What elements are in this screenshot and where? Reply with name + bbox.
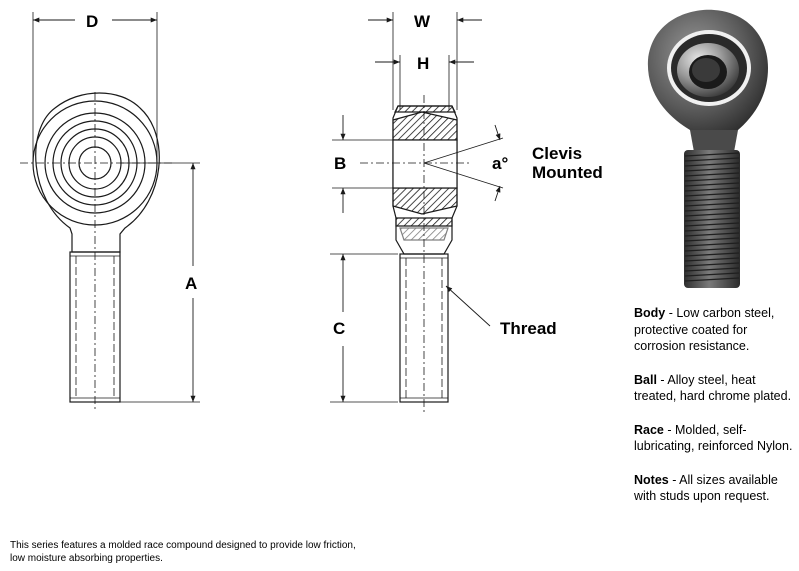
spec-ball: Ball - Alloy steel, heat treated, hard c… <box>634 372 794 405</box>
spec-body-term: Body <box>634 306 666 320</box>
spec-notes-term: Notes <box>634 472 669 487</box>
clevis-callout-line1: Clevis <box>532 144 582 163</box>
dim-d-label: D <box>86 12 98 31</box>
material-specs: Body - Low carbon steel, protective coat… <box>634 305 794 522</box>
series-footnote: This series features a molded race compo… <box>10 540 356 564</box>
angle-label: a° <box>492 154 508 173</box>
spec-ball-term: Ball <box>634 372 657 387</box>
clevis-callout-line2: Mounted <box>532 163 603 182</box>
front-view <box>20 12 200 410</box>
dim-h-label: H <box>417 54 429 73</box>
rod-end-photo <box>647 9 768 288</box>
spec-notes: Notes - All sizes available with studs u… <box>634 472 794 505</box>
section-dimensions <box>330 12 504 403</box>
thread-callout: Thread <box>500 319 557 338</box>
spec-body: Body - Low carbon steel, protective coat… <box>634 305 794 355</box>
spec-race-term: Race <box>634 422 664 437</box>
dim-a-label: A <box>185 274 197 293</box>
spec-notes-text: - All sizes available with studs upon re… <box>634 472 778 504</box>
spec-race-text: - Molded, self-lubricating, reinforced N… <box>634 422 793 454</box>
thread-lines <box>684 152 740 282</box>
spec-ball-text: - Alloy steel, heat treated, hard chrome… <box>634 372 792 404</box>
section-view <box>360 95 470 412</box>
spec-race: Race - Molded, self-lubricating, reinfor… <box>634 422 794 455</box>
dim-w-label: W <box>414 12 431 31</box>
dim-b-label: B <box>334 154 346 173</box>
dim-c-label: C <box>333 319 345 338</box>
spec-body-text: - Low carbon steel, protective coated fo… <box>634 306 775 353</box>
